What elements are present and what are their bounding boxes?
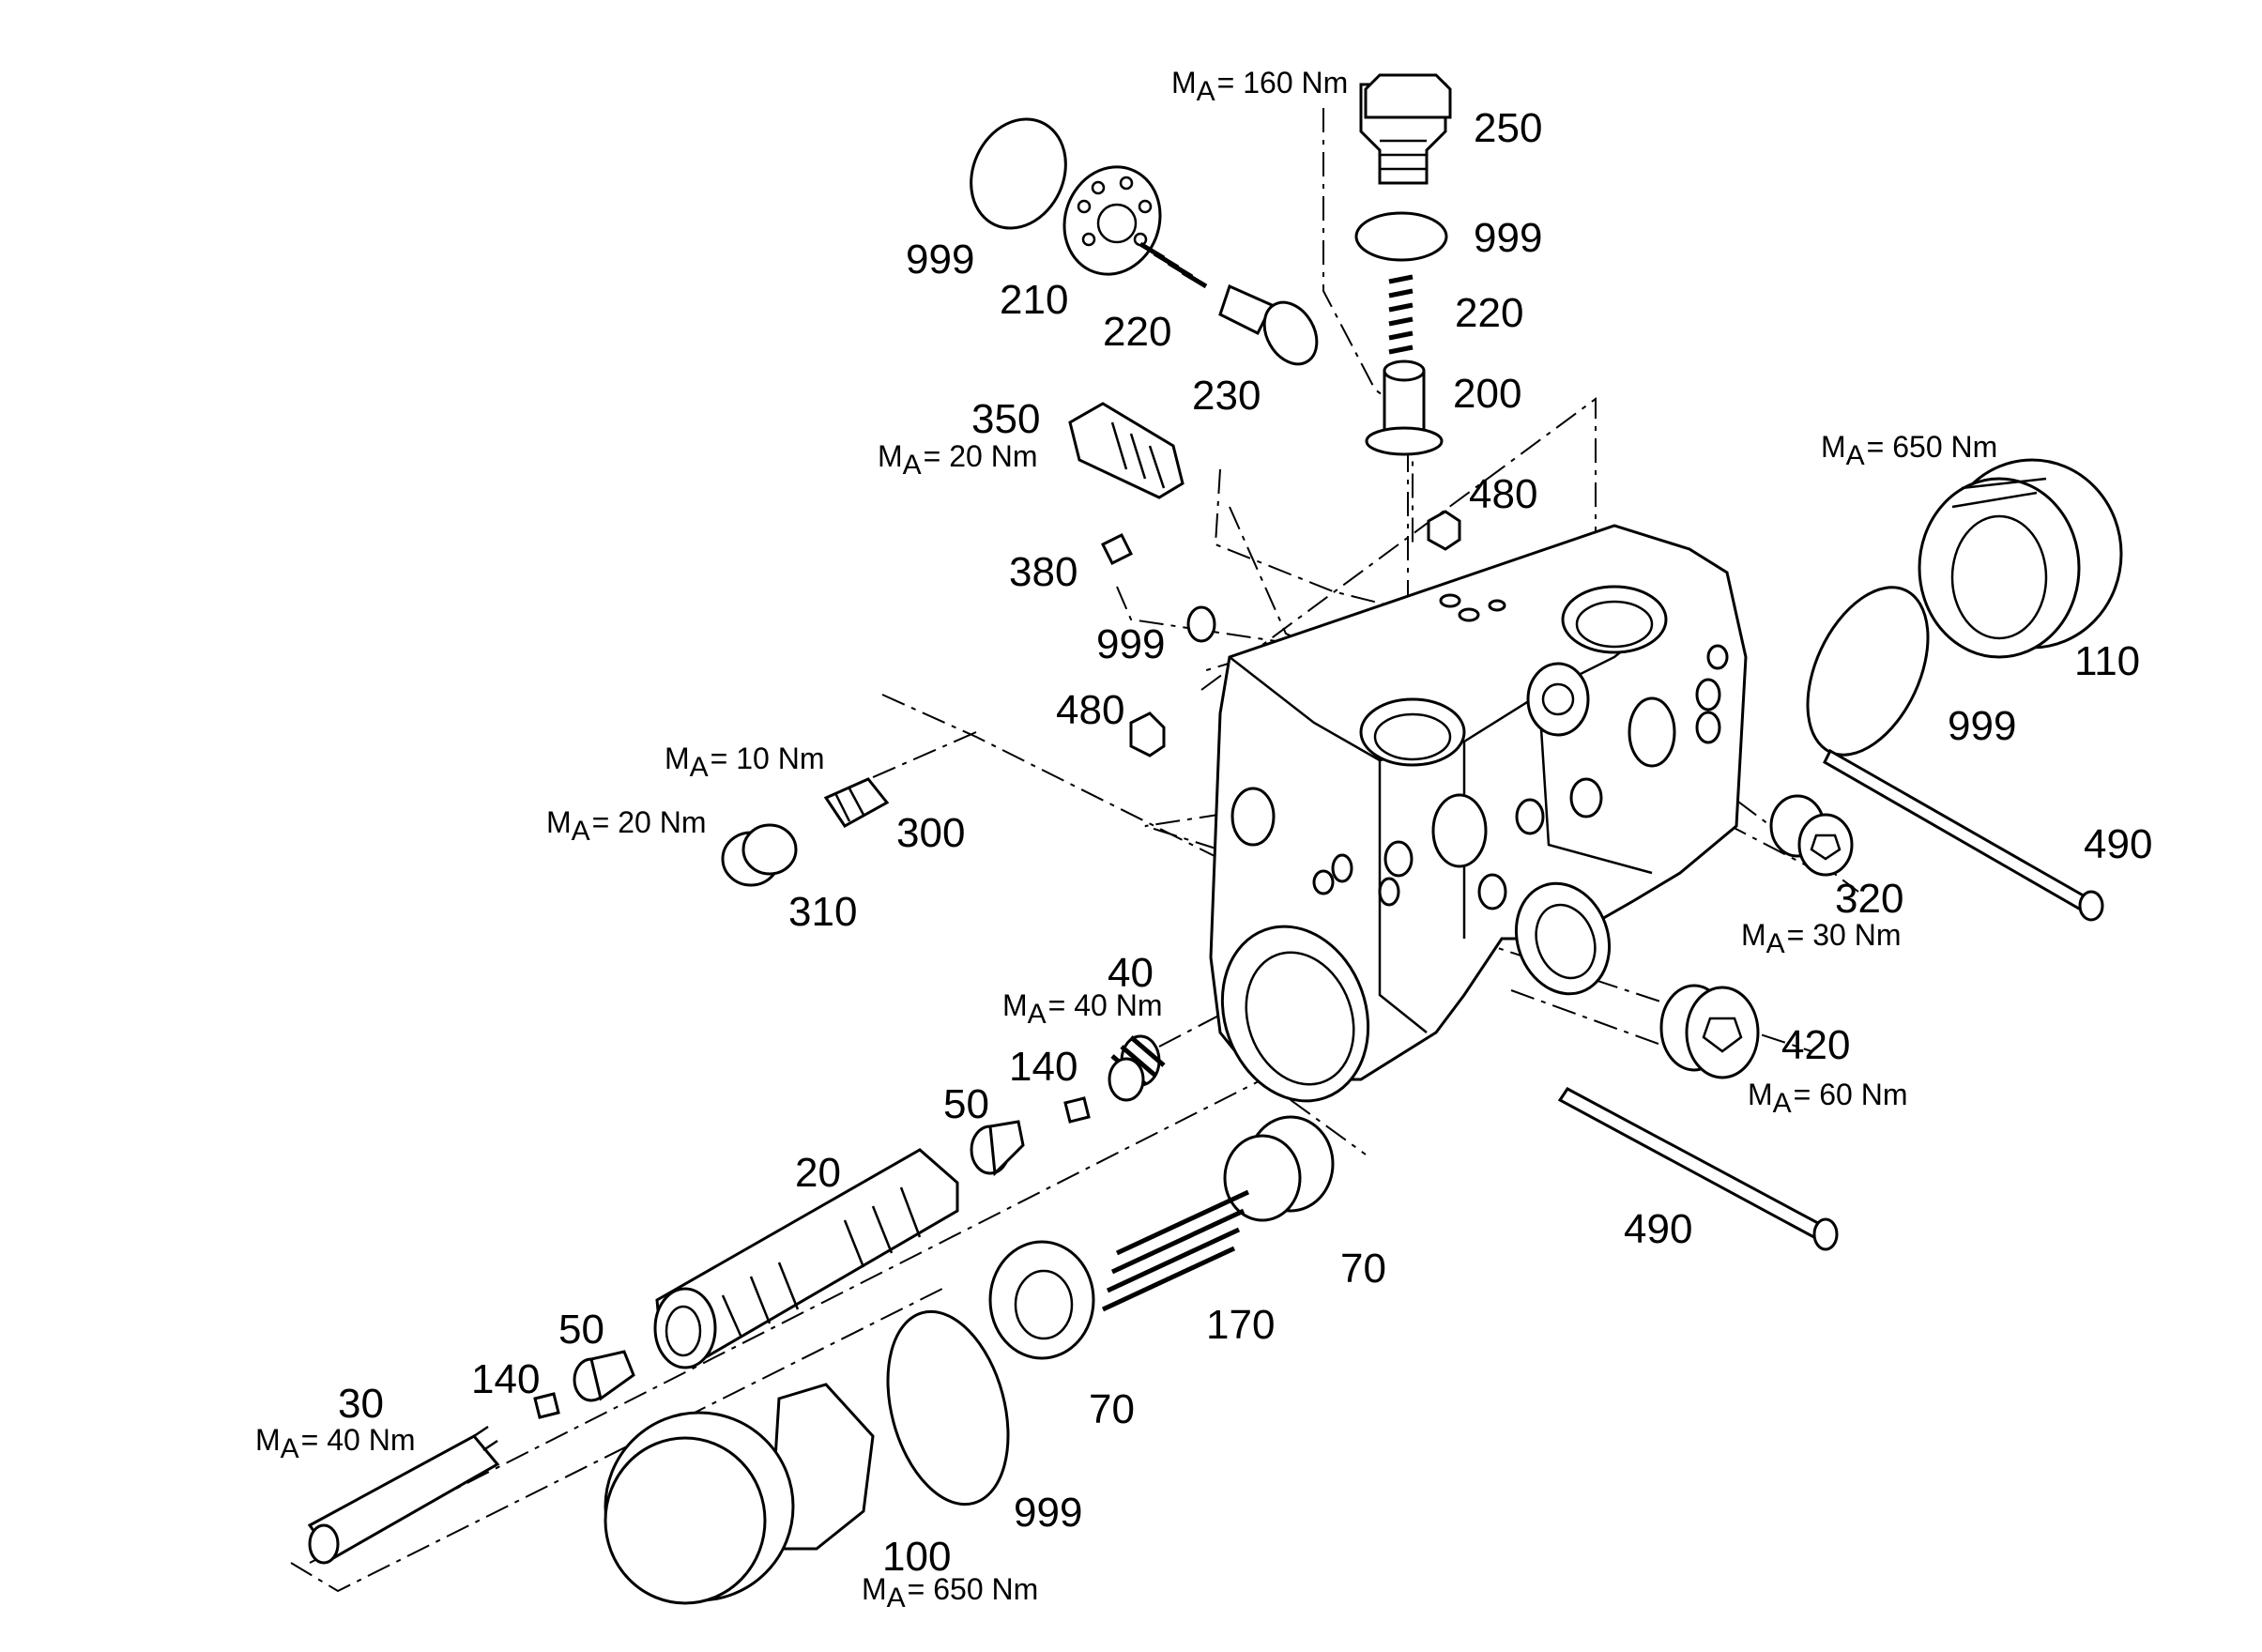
torque-label-30: MA= 40 Nm [255,1423,416,1464]
nut-480-side [1129,711,1166,757]
part-label-250: 250 [1474,105,1543,151]
part-label-999-left: 999 [906,237,975,283]
pin-140-lower [533,1392,560,1419]
spring-170 [1101,1189,1250,1312]
part-label-50-lower: 50 [558,1307,604,1353]
part-label-999-small: 999 [1096,621,1166,667]
torque-label-250: MA= 160 Nm [1171,66,1349,107]
piston-230 [1218,283,1319,366]
part-label-300: 300 [896,810,966,856]
part-label-999-top: 999 [1474,215,1543,261]
o-ring-999-left [970,117,1067,230]
part-label-220-vertical: 220 [1455,290,1524,336]
torque-label-40: MA= 40 Nm [1002,988,1163,1030]
guide-70-lower [988,1240,1095,1360]
part-label-320: 320 [1835,876,1904,922]
part-label-30: 30 [338,1381,384,1427]
rod-30 [307,1425,500,1565]
part-label-140-upper: 140 [1009,1044,1078,1090]
disc-210 [1062,165,1162,276]
o-ring-999-top [1354,211,1448,262]
bolt-490-lower [1557,1087,1839,1251]
plug-310 [721,823,798,887]
part-label-100: 100 [882,1534,952,1580]
pin-140-upper [1063,1096,1091,1124]
part-label-480-top: 480 [1469,471,1538,517]
part-label-310: 310 [788,889,858,935]
plug-320 [1769,794,1854,877]
torque-label-350: MA= 20 Nm [878,439,1038,481]
part-label-50-upper: 50 [943,1081,989,1127]
part-label-380: 380 [1009,549,1078,595]
screw-300 [823,777,890,828]
plug-420 [1659,984,1760,1079]
part-label-210: 210 [1000,277,1069,323]
sleeve-50-upper [970,1120,1025,1177]
part-label-350: 350 [971,396,1041,442]
part-label-40: 40 [1108,950,1154,996]
piston-200 [1365,359,1444,456]
valve-housing [1209,524,1748,1103]
spring-40 [1108,1034,1166,1102]
spool-20 [653,1148,959,1369]
torque-label-300: MA= 10 Nm [665,742,825,783]
part-label-110: 110 [2074,638,2141,684]
sleeve-50-lower [573,1350,635,1402]
part-label-490-lower: 490 [1624,1206,1693,1252]
part-label-490-right: 490 [2084,821,2153,867]
o-ring-999-bottom [886,1309,1010,1507]
part-label-140-lower: 140 [471,1356,541,1402]
torque-label-310: MA= 20 Nm [546,805,707,847]
screw-380 [1100,532,1134,566]
o-ring-999-small [1186,605,1216,643]
part-label-230: 230 [1192,373,1261,419]
plug-110 [1918,458,2123,659]
part-label-70-lower: 70 [1089,1386,1135,1432]
part-label-70-upper: 70 [1340,1246,1386,1292]
spring-220-vertical [1388,274,1414,355]
part-label-220-angled: 220 [1103,309,1172,355]
torque-label-110: MA= 650 Nm [1821,430,1998,471]
spring-220-angled [1139,241,1208,289]
torque-label-320: MA= 30 Nm [1741,918,1902,959]
part-label-999-right: 999 [1948,703,2017,749]
part-label-480-side: 480 [1056,687,1125,733]
plug-100 [604,1383,875,1605]
part-label-200: 200 [1453,371,1522,417]
nut-480-top [1427,510,1461,551]
torque-label-100: MA= 650 Nm [862,1572,1039,1614]
bolt-490-right [1823,748,2104,922]
part-label-420: 420 [1781,1022,1851,1068]
plug-350 [1068,402,1184,499]
part-label-999-bottom: 999 [1014,1490,1083,1536]
torque-label-420: MA= 60 Nm [1748,1078,1908,1119]
part-label-20: 20 [795,1150,841,1196]
part-label-170: 170 [1206,1302,1276,1348]
sleeve-70-upper [1223,1115,1335,1222]
plug-250 [1359,73,1452,185]
